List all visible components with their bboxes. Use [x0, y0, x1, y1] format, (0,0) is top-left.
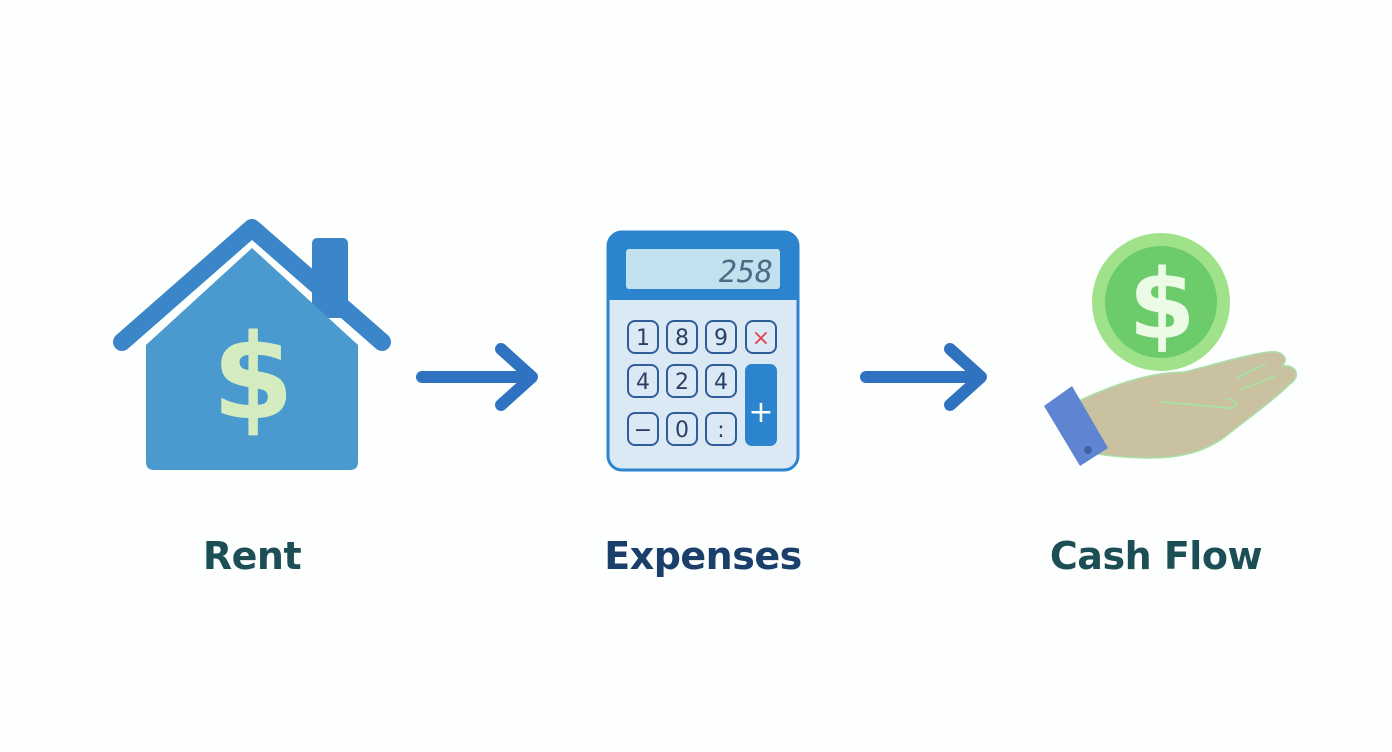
- key-colon: :: [717, 418, 724, 443]
- sleeve-cuff: [1044, 386, 1108, 466]
- hand-fingers: [1235, 363, 1277, 391]
- calculator-icon: 258 1 8 9 × 4 2 4 − 0 :: [606, 230, 800, 472]
- key-4b: 4: [714, 370, 728, 395]
- hand-thumb: [1159, 397, 1237, 410]
- house-body: [146, 248, 358, 470]
- arrow-right-icon: [860, 343, 987, 411]
- hand-coin-icon: $: [1044, 233, 1298, 466]
- coin-inner: [1105, 246, 1217, 358]
- step-label-rent: Rent: [202, 534, 302, 578]
- calculator-screen: [626, 249, 780, 289]
- coin-dollar-sign: $: [1129, 249, 1196, 361]
- cuff-button: [1084, 446, 1092, 454]
- key-1: 1: [636, 326, 650, 351]
- arrow-right-icon: [416, 343, 538, 411]
- key-minus: −: [634, 418, 652, 443]
- key-4: 4: [636, 370, 650, 395]
- house-dollar-sign: $: [212, 308, 294, 446]
- house-roof: [113, 219, 391, 351]
- step-label-cash-flow: Cash Flow: [1049, 534, 1263, 578]
- house-dollar-icon: $: [113, 219, 391, 470]
- key-8: 8: [675, 326, 689, 351]
- key-0: 0: [675, 418, 689, 443]
- key-multiply: ×: [752, 326, 770, 351]
- calculator-display: 258: [719, 255, 773, 290]
- key-9: 9: [714, 326, 728, 351]
- key-2: 2: [675, 370, 689, 395]
- key-plus: +: [748, 395, 773, 430]
- step-label-expenses: Expenses: [604, 534, 802, 578]
